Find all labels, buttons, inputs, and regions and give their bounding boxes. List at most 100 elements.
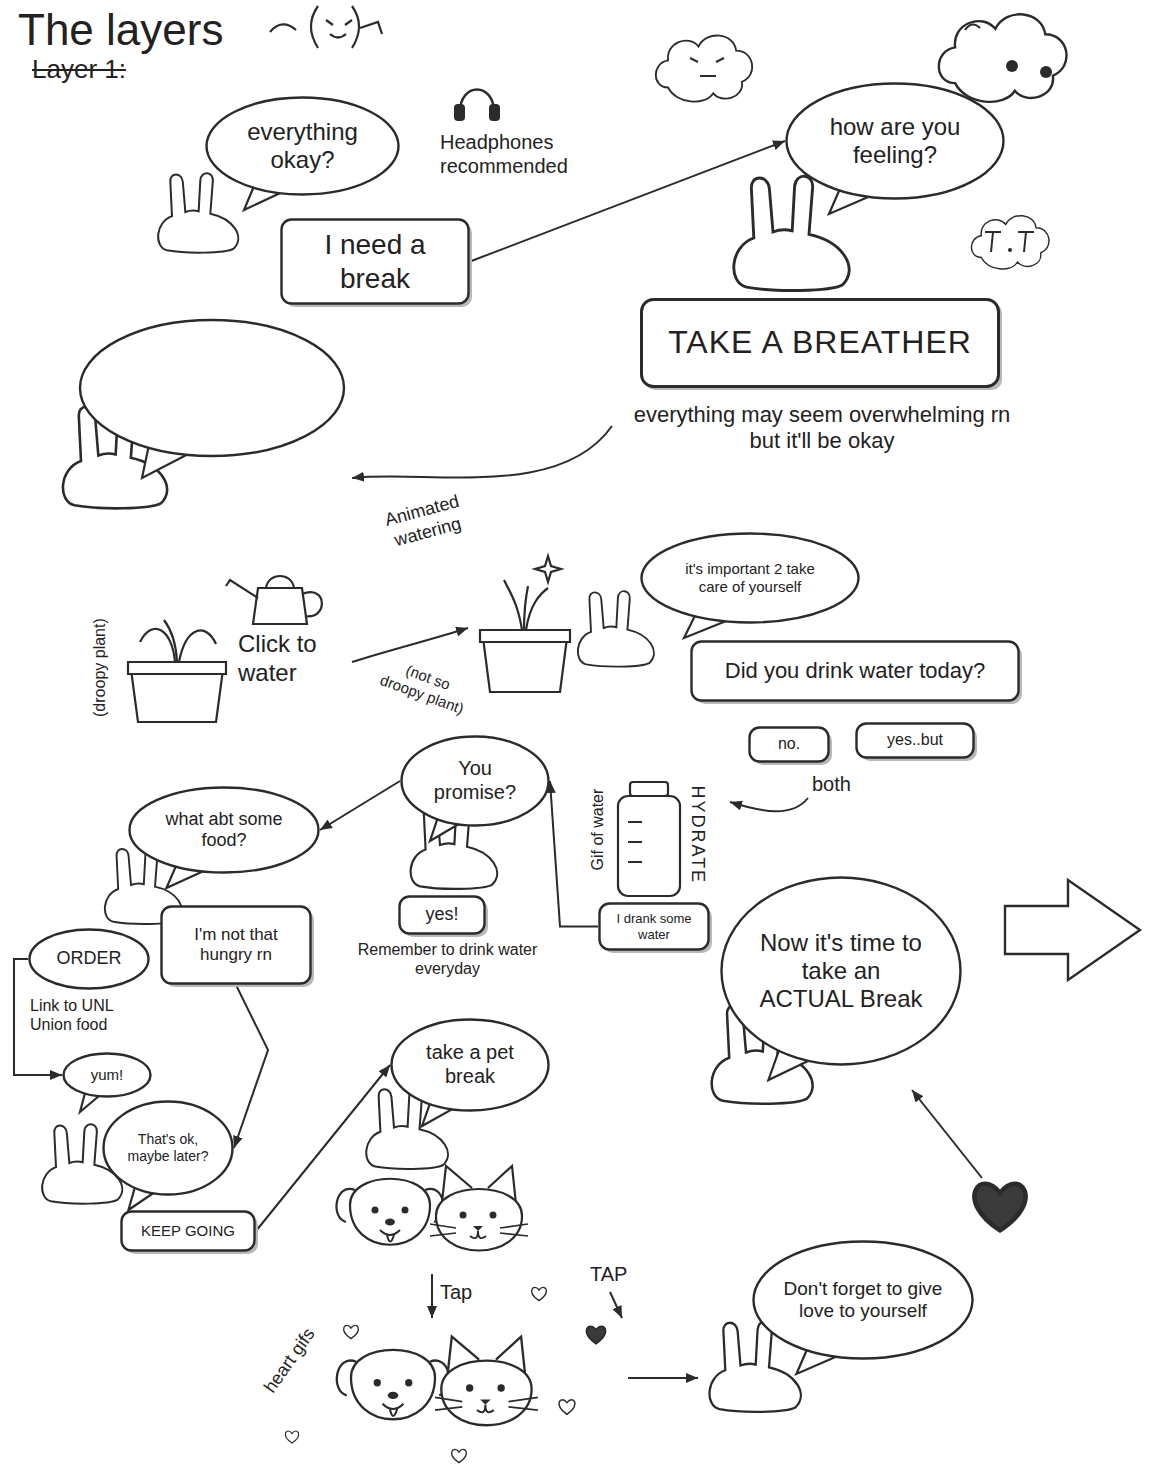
button-box: I'm not that hungry rn	[160, 905, 312, 985]
dog-and-cat	[337, 1337, 538, 1426]
can-body	[253, 588, 307, 624]
note-label: TAP	[590, 1262, 640, 1286]
heart-icon	[587, 1326, 606, 1343]
flow-arrow	[730, 798, 808, 811]
button-label: no.	[760, 735, 818, 754]
bubble-text: yum!	[75, 1066, 140, 1084]
bubble-text: ORDER	[45, 948, 133, 969]
cloud-mark	[965, 24, 980, 30]
bunny	[158, 173, 238, 252]
note-label: heart gifs	[255, 1318, 324, 1404]
note-text: Link to UNL Union food	[30, 996, 155, 1034]
button-box: KEEP GOING	[120, 1210, 256, 1252]
flow-arrow	[912, 1090, 982, 1178]
bubble-outline	[64, 1054, 151, 1097]
bubble-outline	[130, 788, 319, 873]
button-label: TAKE A BREATHER	[652, 324, 988, 362]
speech-bubble: yum!	[62, 1052, 152, 1098]
headband	[460, 90, 494, 113]
note-text: (droopy plant)	[90, 608, 109, 728]
pot-rim	[128, 662, 226, 674]
bottle-marks	[628, 822, 642, 862]
note-label: Tap	[440, 1280, 490, 1304]
speech-bubble: ORDER	[28, 928, 150, 990]
speech-bubble: Don't forget to give love to yourself	[752, 1240, 974, 1360]
face-mouth	[330, 34, 346, 38]
headphones-icon	[454, 90, 500, 122]
speech-bubble: everything okay?	[205, 96, 400, 196]
pot-rim	[480, 630, 570, 642]
speech-bubble: Now it's time to take an ACTUAL Break	[720, 876, 962, 1066]
button-outline	[750, 728, 829, 762]
note-label: Layer 1:	[32, 54, 162, 85]
note-label: Gif of water	[588, 780, 607, 880]
bubble-text: what abt some food?	[155, 809, 293, 851]
note-label: Remember to drink water everyday	[355, 940, 540, 978]
button-outline	[122, 1212, 255, 1251]
note-text: Click to water	[238, 630, 343, 688]
bubble-text: Now it's time to take an ACTUAL Break	[754, 929, 928, 1014]
speech-bubble: You promise?	[400, 735, 550, 827]
face-eyes	[326, 20, 352, 25]
note-text: HYDRATE	[686, 785, 708, 885]
watering-can	[226, 576, 322, 624]
speech-bubble: how are you feeling?	[785, 82, 1005, 200]
note-text: Tap	[440, 1280, 490, 1304]
button-outline	[282, 220, 469, 304]
note-label: Click to water	[238, 630, 343, 688]
stem	[164, 620, 177, 662]
note-text: everything may seem overwhelming rn but …	[622, 402, 1022, 455]
speech-bubble: what abt some food?	[128, 786, 320, 874]
bottle-body	[618, 796, 680, 896]
big-heart	[974, 1184, 1025, 1231]
droopy-plant	[128, 620, 226, 722]
heart-icon	[452, 1449, 467, 1462]
bunny	[578, 591, 654, 666]
earcup	[454, 104, 465, 121]
bubble-text: take a pet break	[413, 1041, 528, 1088]
cloud-eye	[1040, 66, 1052, 78]
face-wave	[270, 24, 296, 32]
earcup	[489, 104, 500, 121]
speech-bubble: it's important 2 take care of yourself	[640, 532, 860, 624]
button-outline	[857, 724, 974, 758]
bunny	[734, 176, 849, 290]
button-box: yes!	[398, 895, 486, 935]
note-label: Headphones recommended	[440, 130, 640, 178]
bubble-outline	[754, 1242, 973, 1359]
stem	[526, 588, 548, 630]
note-text: Layer 1:	[32, 54, 162, 85]
speech-bubble: That's ok, maybe later?	[102, 1100, 234, 1196]
button-box: I drank some water	[598, 902, 710, 951]
bubble-outline	[80, 320, 344, 456]
bubble-outline	[392, 1020, 549, 1111]
flow-arrow	[234, 985, 268, 1148]
button-label: yes!	[410, 904, 474, 925]
note-text: Gif of water	[588, 780, 607, 880]
face-arm	[360, 22, 382, 34]
button-label: I need a break	[292, 228, 458, 294]
button-label: I drank some water	[610, 911, 698, 942]
bubble-outline	[642, 534, 859, 623]
bubble-text: it's important 2 take care of yourself	[671, 560, 829, 595]
button-label: Did you drink water today?	[702, 658, 1008, 684]
heart-icon	[344, 1325, 359, 1338]
cloud	[971, 216, 1049, 269]
can-spout	[226, 580, 258, 598]
crying-face	[985, 232, 1034, 252]
bubble-text: That's ok, maybe later?	[121, 1131, 216, 1164]
note-label: (not so droopy plant)	[377, 654, 474, 719]
title-box: The layers	[18, 6, 278, 54]
face-paren	[352, 6, 359, 48]
button-label: I'm not that hungry rn	[172, 925, 300, 965]
button-outline	[642, 300, 999, 387]
bubble-outline	[30, 930, 149, 989]
cloud	[939, 14, 1067, 102]
tap-arrow	[610, 1292, 622, 1318]
flow-arrow	[352, 628, 468, 662]
flow-arrow	[256, 1065, 390, 1231]
diagram-title: The layers	[18, 6, 278, 54]
button-box: Did you drink water today?	[690, 640, 1020, 702]
